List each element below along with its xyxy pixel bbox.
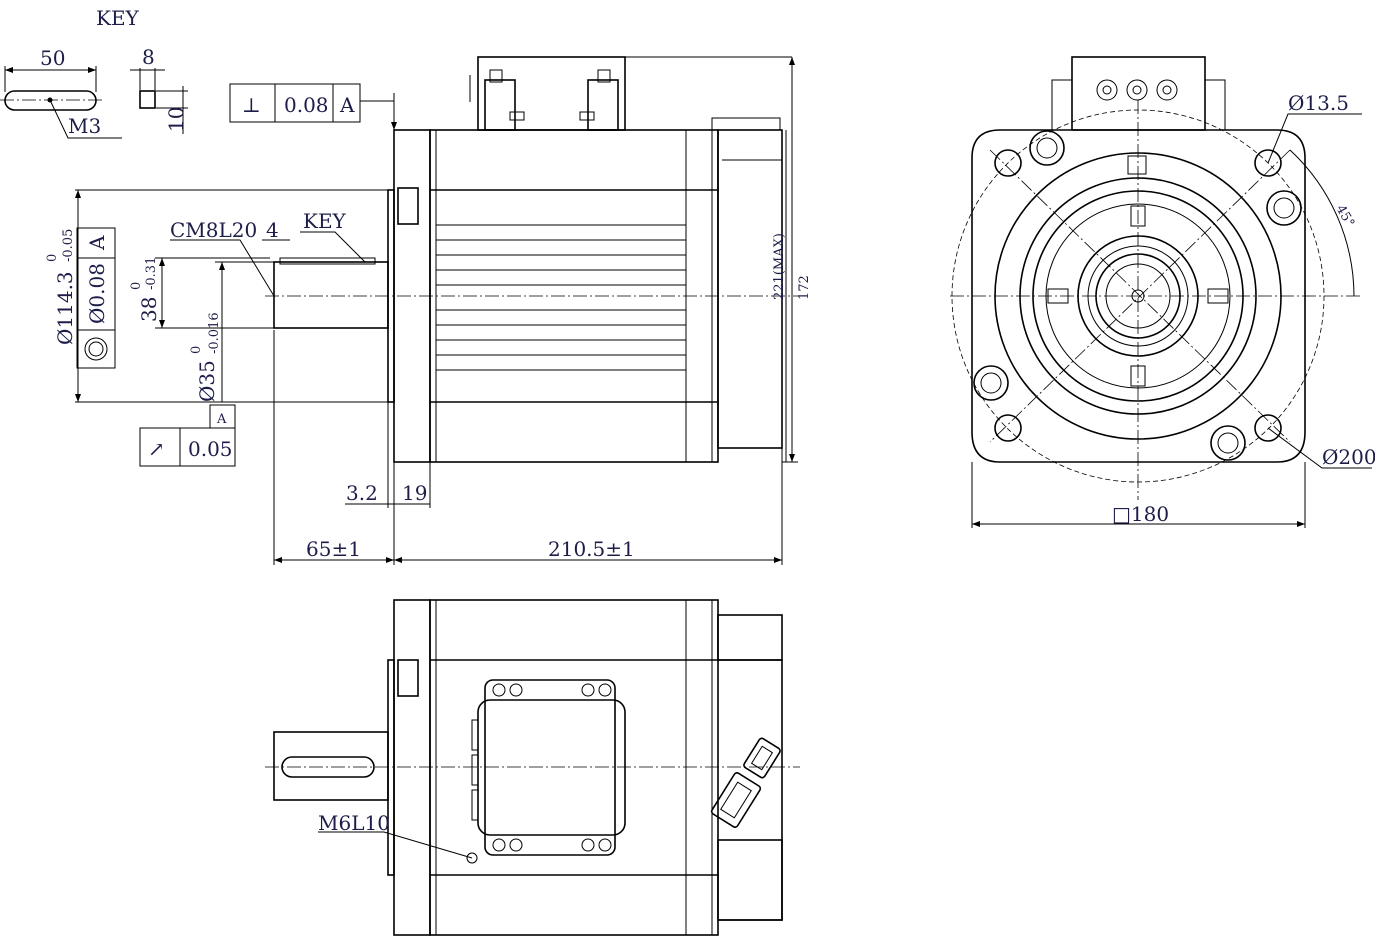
hole-diameter: Ø13.5 — [1288, 91, 1349, 115]
flange-width: 19 — [402, 481, 427, 505]
angle-label: 45° — [1333, 203, 1358, 230]
height-2: 172 — [797, 275, 812, 300]
key-width: 8 — [142, 45, 155, 69]
runout-datum: A — [216, 412, 227, 427]
body-length: 210.5±1 — [548, 537, 635, 561]
bottom-view: M6L10 — [265, 599, 800, 936]
concentricity-datum: A — [85, 235, 109, 251]
key-length: 50 — [40, 46, 65, 70]
mount-holes — [994, 149, 1282, 442]
key-end-view — [139, 90, 156, 109]
key-outline — [4, 90, 97, 111]
key-detail: KEY 50 M3 8 10 — [0, 6, 188, 139]
center-drill-label: CM8L20 — [170, 218, 257, 242]
pilot-diameter: Ø114.3 — [53, 271, 77, 345]
shaft-diameter: Ø35 — [195, 360, 219, 402]
keyway-slot — [281, 756, 375, 778]
flange-thickness: 3.2 — [346, 481, 378, 505]
perpendicularity-frame: ⊥ 0.08 A — [229, 83, 397, 130]
runout-frame: A ↗ 0.05 — [139, 404, 236, 467]
concentricity-symbol — [84, 337, 108, 361]
key-title: KEY — [96, 6, 140, 30]
square-size: □180 — [1112, 502, 1169, 526]
junction-box — [471, 679, 626, 856]
key-label: KEY — [303, 209, 347, 233]
connector-large — [710, 772, 762, 828]
shaft-tol-lower: -0.016 — [207, 312, 222, 354]
key-offset: 4 — [266, 218, 279, 242]
front-view: □180 Ø13.5 45° Ø200 — [950, 56, 1375, 528]
runout-symbol: ↗ — [148, 437, 165, 461]
concentricity-value: Ø0.08 — [85, 263, 109, 324]
perpendicularity-value: 0.08 — [284, 93, 329, 117]
key-height-dim: 38 — [137, 297, 161, 322]
shaft-tol-upper: 0 — [189, 346, 204, 354]
pilot-tol-upper: 0 — [45, 254, 60, 262]
shaft-length: 65±1 — [306, 537, 361, 561]
key-height: 10 — [164, 107, 188, 132]
perpendicularity-datum: A — [339, 93, 355, 117]
bottom-thread-label: M6L10 — [318, 811, 390, 835]
concentricity-frame: A Ø0.08 — [76, 227, 116, 369]
key-thread: M3 — [68, 114, 101, 138]
pilot-tol-lower: -0.05 — [61, 229, 76, 262]
connector-small — [743, 737, 781, 779]
height-max: 221(MAX) — [772, 233, 787, 300]
cooling-fins — [436, 224, 686, 371]
perpendicularity-symbol: ⊥ — [242, 93, 261, 117]
bolt-heads — [973, 130, 1302, 461]
runout-value: 0.05 — [188, 437, 233, 461]
key-height-tol-upper: 0 — [129, 282, 144, 290]
side-view: Ø114.3 0 -0.05 A Ø0.08 38 0 -0.31 Ø35 0 … — [45, 56, 812, 565]
key-height-tol-lower: -0.31 — [144, 257, 159, 290]
pcd-label: Ø200 — [1322, 445, 1375, 469]
